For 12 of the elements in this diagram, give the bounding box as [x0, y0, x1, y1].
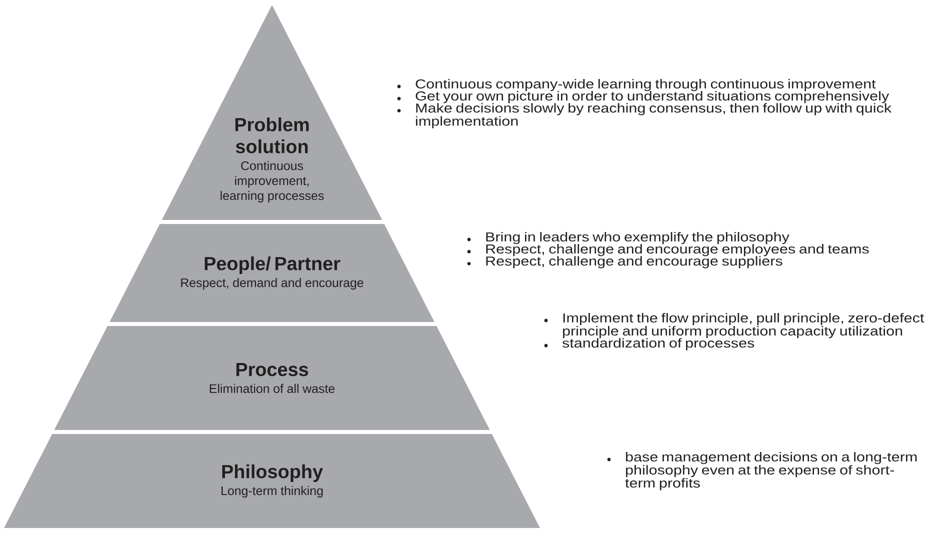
pyramid-level: Problem solution Continuous improvement, learning processes [162, 5, 382, 220]
pyramid-level: Process Elimination of all waste [54, 326, 490, 430]
bullet-item: Respect, challenge and encourage employees and teams [467, 244, 869, 256]
bullet-item: base management decisions on a long-term philosophy even at the expense of short-term profits [607, 452, 917, 490]
pyramid-level: People/ Partner Respect, demand and encourage [110, 224, 434, 322]
bullet-item: Respect, challenge and encourage suppliers [467, 256, 782, 268]
pyramid-level: Philosophy Long-term thinking [4, 434, 540, 528]
bullet-item: Bring in leaders who exemplify the philosophy [467, 232, 790, 244]
bullet-item: Make decisions slowly by reaching consensus, then follow up with quick implementation [397, 103, 892, 128]
bullet-item: Continuous company-wide learning through continuous improvement [397, 79, 876, 92]
bullet-item: Get your own picture in order to understand situations comprehensively [397, 91, 890, 104]
bullet-item: standardization of processes [544, 338, 754, 350]
